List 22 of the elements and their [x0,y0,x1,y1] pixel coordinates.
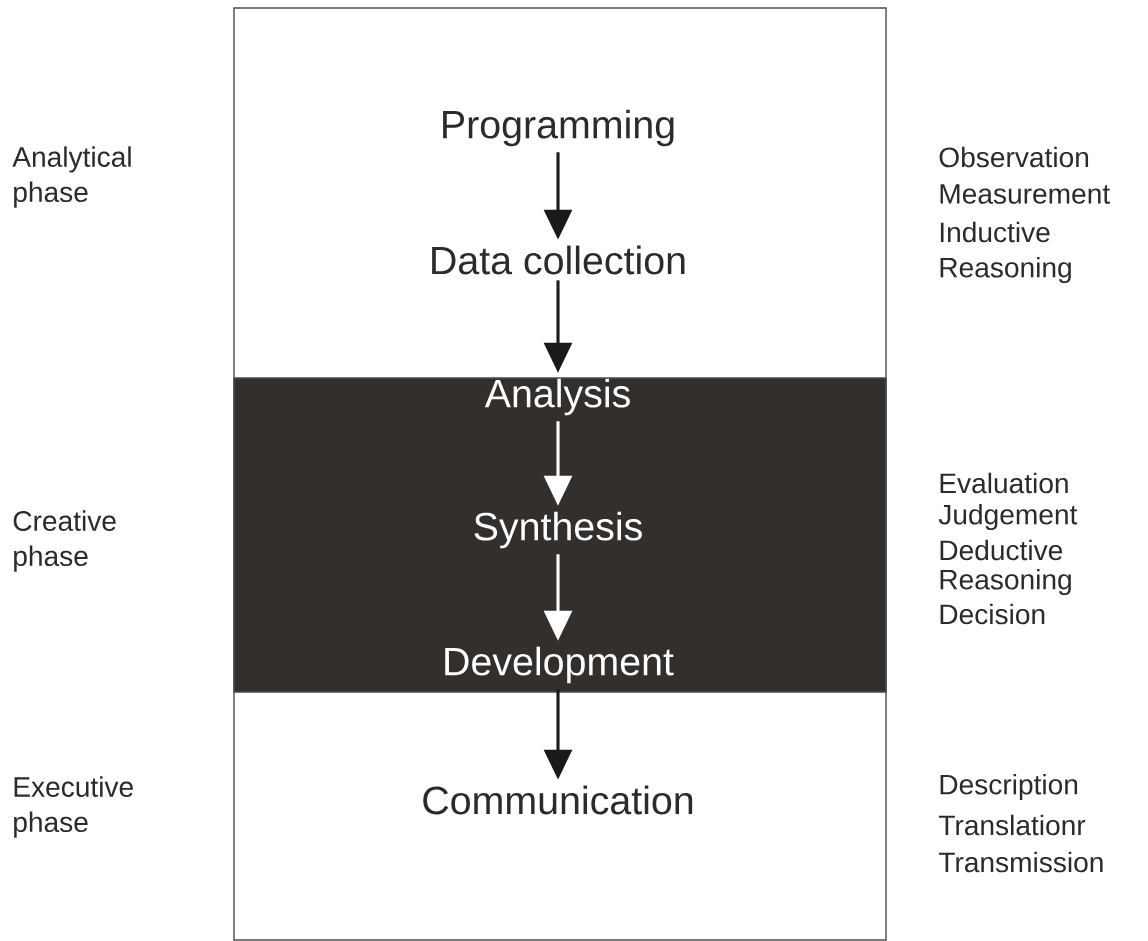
step-text: Analysis [484,378,630,416]
activity-label: Evaluation [940,472,1068,494]
activity-label: Transmission [938,851,1103,873]
step-text: Synthesis [474,511,642,549]
phase-label: Analytical phase [12,146,131,208]
step-text: Communication [423,785,693,815]
activity-label: Inductive [940,221,1050,243]
activity-label: Reasoning [940,256,1071,284]
activity-label: Measurement [940,184,1110,204]
phase-label: Executive phase [14,776,133,838]
activity-label: Observation [939,146,1089,168]
activity-label: Decision [940,603,1045,625]
band-box [233,377,887,693]
step-text: Data collection [432,245,685,275]
step-text: Development [445,646,674,684]
activity-label: Description [940,773,1078,801]
activity-label: Reasoning [940,568,1071,596]
phase-label: Creative phase [13,510,116,572]
step-text: Programming [443,109,674,147]
activity-label: Judgement [938,503,1078,531]
activity-label: Translationr [938,814,1086,836]
activity-label: Deductive [940,539,1063,561]
